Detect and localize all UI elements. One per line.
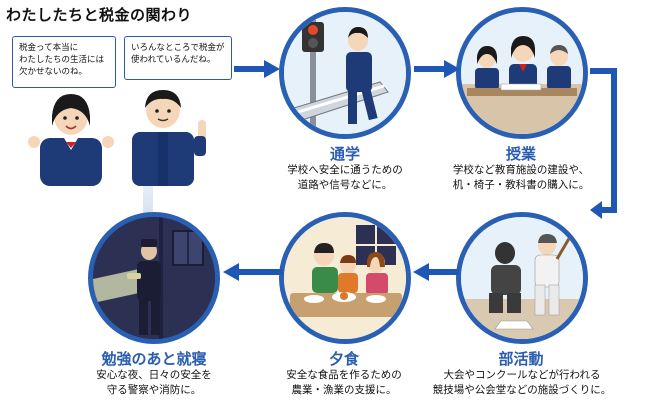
step-circle-commute — [279, 7, 411, 139]
boy-speech-bubble: いろんなところで税金が 使われているんだね。 — [124, 36, 232, 80]
boy-character — [132, 90, 206, 186]
step-circle-bedtime — [88, 212, 220, 344]
arrow-dinner-to-bedtime — [223, 263, 283, 281]
class-illustration — [461, 12, 583, 134]
bedtime-illustration — [93, 217, 215, 339]
student-characters-illustration — [28, 90, 206, 186]
step-desc-bedtime: 安心な夜、日々の安全を 守る警察や消防に。 — [96, 369, 212, 396]
step-label-dinner: 夕食 — [328, 350, 359, 368]
page-title: わたしたちと税金の関わり — [6, 6, 193, 24]
step-desc-dinner: 安全な食品を作るための 農業・漁業の支援に。 — [286, 369, 402, 396]
step-desc-club: 大会やコンクールなどが行われる 競技場や公会堂などの施設づくりに。 — [432, 369, 612, 396]
arrow-commute-to-class — [414, 60, 460, 78]
step-label-commute: 通学 — [329, 145, 360, 163]
connector-light-beam — [143, 186, 153, 224]
step-desc-commute: 学校へ安全に通うための 道路や信号などに。 — [287, 164, 403, 191]
arrow-class-to-club — [590, 68, 617, 219]
step-label-bedtime: 勉強のあと就寝 — [101, 350, 207, 368]
girl-speech-bubble: 税金って本当に わたしたちの生活には 欠かせないのね。 — [12, 36, 116, 88]
club-illustration — [461, 217, 583, 339]
arrow-club-to-dinner — [413, 263, 459, 281]
girl-character — [28, 94, 114, 186]
step-circle-club — [456, 212, 588, 344]
dinner-illustration — [284, 217, 406, 339]
step-circle-dinner — [279, 212, 411, 344]
step-circle-class — [456, 7, 588, 139]
commute-illustration — [284, 12, 406, 134]
step-label-club: 部活動 — [498, 350, 544, 368]
step-label-class: 授業 — [505, 145, 536, 163]
arrow-start-to-commute — [234, 60, 280, 78]
step-desc-class: 学校など教育施設の建設や、 机・椅子・教科書の購入に。 — [452, 164, 590, 191]
